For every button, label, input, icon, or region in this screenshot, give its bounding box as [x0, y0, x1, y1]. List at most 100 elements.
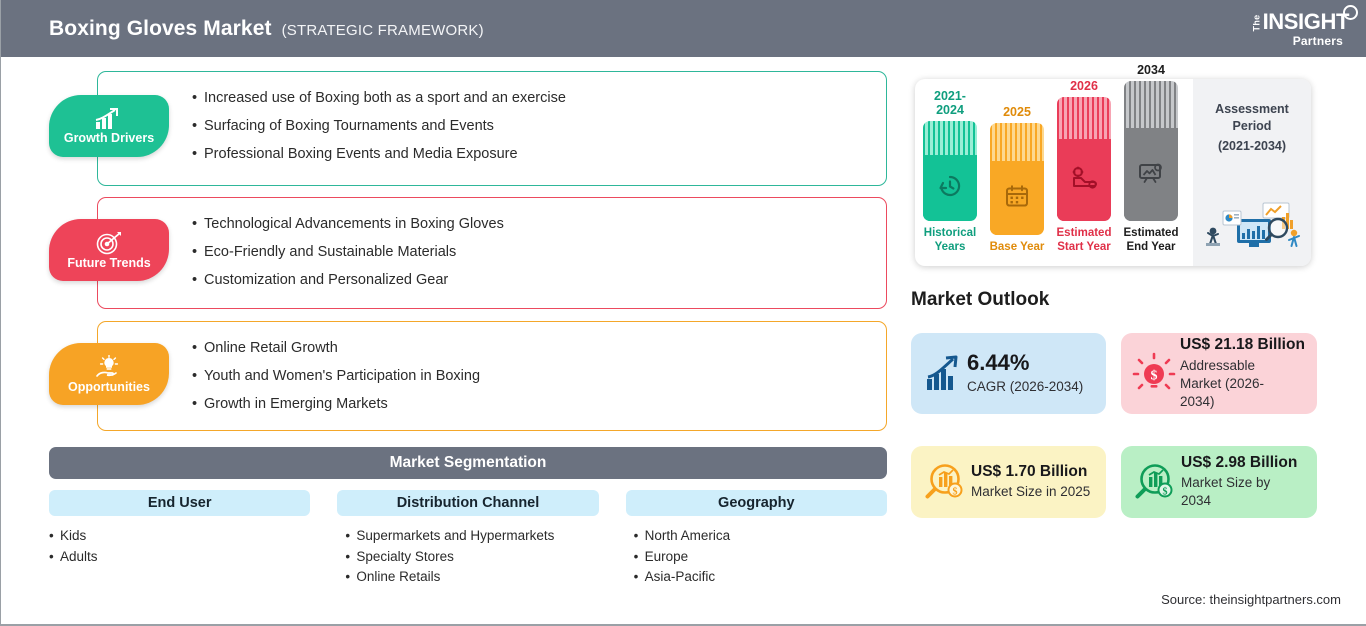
bar-historical [923, 121, 977, 221]
segment-column-geography: Geography North America Europe Asia-Paci… [625, 490, 887, 588]
source-text: Source: theinsightpartners.com [1161, 592, 1341, 607]
assessment-title-line2: Period [1232, 119, 1272, 133]
logo-ring-icon [1343, 4, 1358, 20]
list-item: Asia-Pacific [634, 567, 887, 588]
outlook-card-text: US$ 2.98 Billion Market Size by 2034 [1181, 454, 1301, 510]
page-subtitle: (STRATEGIC FRAMEWORK) [281, 21, 484, 39]
future-trends-badge[interactable]: Future Trends [49, 219, 169, 281]
target-dart-icon [95, 231, 123, 255]
bar-year-label: 2025 [1003, 105, 1031, 119]
timeline-bar-base: 2025 [988, 105, 1046, 254]
list-item: Specialty Stores [345, 547, 598, 568]
outlook-card-text: US$ 21.18 Billion Addressable Market (20… [1180, 336, 1305, 410]
svg-text:$: $ [1163, 487, 1168, 498]
list-item: Europe [634, 547, 887, 568]
growth-chart-icon [923, 354, 967, 394]
market-size-2034-label: Market Size by 2034 [1181, 475, 1271, 509]
growth-drivers-badge-label: Growth Drivers [63, 130, 155, 145]
lightbulb-dollar-icon: $ [1131, 352, 1177, 396]
cagr-value: 6.44% [967, 350, 1030, 376]
list-item: Supermarkets and Hypermarkets [345, 526, 598, 547]
presentation-icon [1137, 159, 1165, 190]
segment-column-end-user: End User Kids Adults [49, 490, 311, 588]
bar-solid-section [923, 155, 977, 221]
bar-category-label: Estimated End Year [1123, 227, 1179, 253]
bar-year-label: 2034 [1137, 63, 1165, 77]
list-item: Increased use of Boxing both as a sport … [192, 84, 886, 112]
outlook-card-cagr: 6.44% CAGR (2026-2034) [911, 333, 1106, 414]
future-trends-badge-label: Future Trends [67, 255, 151, 270]
opportunities-panel: Online Retail Growth Youth and Women's P… [97, 321, 887, 431]
opportunities-list: Online Retail Growth Youth and Women's P… [98, 322, 886, 418]
svg-text:$: $ [1151, 368, 1158, 383]
growth-drivers-list: Increased use of Boxing both as a sport … [98, 72, 886, 168]
opportunities-badge-label: Opportunities [68, 379, 150, 394]
logo-the-text: The [1251, 14, 1262, 31]
list-item: Kids [49, 526, 310, 547]
cagr-label: CAGR (2026-2034) [967, 378, 1084, 394]
bar-estimated-end [1124, 81, 1178, 221]
header-title-group: Boxing Gloves Market (STRATEGIC FRAMEWOR… [49, 17, 484, 41]
list-item: Online Retails [345, 567, 598, 588]
outlook-card-market-size-2025: $ US$ 1.70 Billion Market Size in 2025 [911, 446, 1106, 518]
timeline-bar-historical: 2021-2024 [921, 89, 979, 254]
bar-year-label: 2026 [1070, 79, 1098, 93]
list-item: Online Retail Growth [192, 334, 886, 362]
outlook-card-addressable-market: $ US$ 21.18 Billion Addressable Market (… [1121, 333, 1317, 414]
magnifier-chart-icon: $ [921, 460, 967, 504]
outlook-card-market-size-2034: $ US$ 2.98 Billion Market Size by 2034 [1121, 446, 1317, 518]
magnifier-chart-icon: $ [1131, 460, 1177, 504]
future-trends-panel: Technological Advancements in Boxing Glo… [97, 197, 887, 309]
segment-items: Kids Adults [49, 526, 310, 567]
bar-solid-section [990, 161, 1044, 235]
segment-items: Supermarkets and Hypermarkets Specialty … [345, 526, 598, 588]
assessment-title-line1: Assessment [1215, 102, 1289, 116]
market-segmentation-header: Market Segmentation [49, 447, 887, 479]
calendar-icon [1004, 183, 1030, 214]
list-item: Growth in Emerging Markets [192, 390, 886, 418]
segment-items: North America Europe Asia-Pacific [634, 526, 887, 588]
list-item: North America [634, 526, 887, 547]
outlook-card-text: US$ 1.70 Billion Market Size in 2025 [971, 463, 1090, 501]
bar-category-label: Estimated Start Year [1056, 227, 1112, 253]
logo-partners-text: Partners [1292, 33, 1343, 48]
growth-drivers-badge[interactable]: Growth Drivers [49, 95, 169, 157]
history-clock-icon [937, 173, 963, 204]
market-segmentation-columns: End User Kids Adults Distribution Channe… [49, 490, 887, 588]
segment-title: Distribution Channel [337, 490, 599, 516]
market-size-2025-label: Market Size in 2025 [971, 484, 1091, 500]
bar-estimated-start [1057, 97, 1111, 221]
segment-title: End User [49, 490, 311, 516]
outlook-card-text: 6.44% CAGR (2026-2034) [967, 351, 1083, 395]
bar-solid-section [1057, 139, 1111, 221]
bar-base-year [990, 123, 1044, 235]
logo-insight-text: INSIGHT [1262, 8, 1350, 34]
segment-column-distribution-channel: Distribution Channel Supermarkets and Hy… [337, 490, 599, 588]
market-outlook-title: Market Outlook [911, 289, 1050, 310]
addressable-market-label: Addressable Market (2026-2034) [1180, 357, 1265, 409]
page-title: Boxing Gloves Market [49, 16, 272, 40]
logo-top-row: The INSIGHT [1248, 4, 1358, 34]
timeline-bars: 2021-2024 [915, 63, 1193, 266]
assessment-years: (2021-2034) [1217, 139, 1287, 153]
bar-solid-section [1124, 128, 1178, 221]
opportunities-badge[interactable]: Opportunities [49, 343, 169, 405]
bar-chart-arrow-icon [94, 107, 124, 130]
market-size-2025-value: US$ 1.70 Billion [971, 462, 1088, 480]
bar-category-label: Historical Years [923, 227, 977, 253]
list-item: Youth and Women's Participation in Boxin… [192, 362, 886, 390]
timeline-bar-estimated-end: 2034 [1122, 63, 1180, 254]
list-item: Adults [49, 547, 310, 568]
assessment-period-panel: Assessment Period (2021-2034) [1193, 79, 1311, 266]
addressable-market-value: US$ 21.18 Billion [1180, 336, 1305, 354]
insight-partners-logo: The INSIGHT Partners [1221, 4, 1358, 50]
list-item: Customization and Personalized Gear [192, 266, 886, 294]
left-content-column: Increased use of Boxing both as a sport … [1, 57, 901, 626]
segment-title: Geography [625, 490, 887, 516]
list-item: Technological Advancements in Boxing Glo… [192, 210, 886, 238]
hand-lightbulb-icon [93, 354, 125, 379]
list-item: Eco-Friendly and Sustainable Materials [192, 238, 886, 266]
right-content-column: 2021-2024 [901, 57, 1366, 626]
growth-drivers-panel: Increased use of Boxing both as a sport … [97, 71, 887, 186]
market-size-2034-value: US$ 2.98 Billion [1181, 453, 1298, 471]
